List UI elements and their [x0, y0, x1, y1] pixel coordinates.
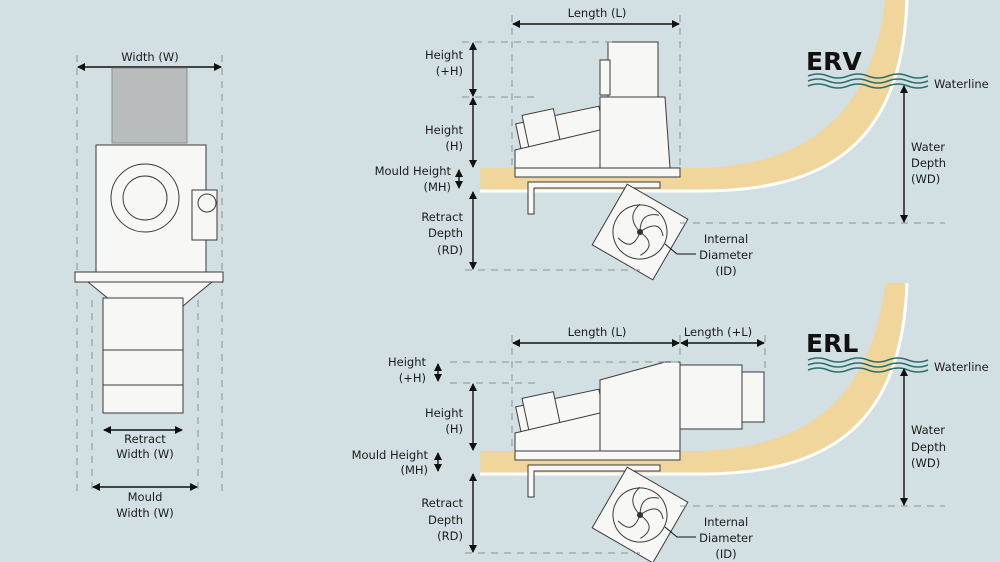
- width-label: Width (W): [121, 50, 178, 64]
- retract-depth-label: Depth: [428, 226, 463, 240]
- retract-depth-label: (RD): [437, 529, 463, 543]
- retract-width-label: Retract: [124, 432, 166, 446]
- mould-height-label: Mould Height: [352, 448, 429, 462]
- mould-width-label: Mould: [128, 490, 163, 504]
- height-label: (H): [445, 422, 463, 436]
- height-plus-label: (+H): [399, 371, 426, 385]
- height-label: Height: [425, 406, 464, 420]
- internal-diameter-label: (ID): [715, 547, 736, 561]
- retract-width-label: Width (W): [116, 447, 173, 461]
- waterline-label: Waterline: [934, 360, 989, 374]
- horizontal-motor: [679, 364, 743, 430]
- vertical-motor: [607, 41, 659, 98]
- length-plus-label: Length (+L): [684, 325, 752, 339]
- tunnel: [102, 297, 184, 414]
- waterline-waves: [807, 73, 929, 89]
- front-view: Width (W) Retract Width (W) Mould Width …: [74, 50, 224, 520]
- mould-height-label: (MH): [400, 463, 428, 477]
- mould-height-label: Mould Height: [375, 164, 452, 178]
- height-plus-label: Height: [425, 48, 464, 62]
- internal-diameter-label: Internal: [704, 232, 748, 246]
- mould-width-label: Width (W): [116, 506, 173, 520]
- length-label: Length (L): [568, 325, 627, 339]
- internal-diameter-label: Diameter: [699, 531, 753, 545]
- length-label: Length (L): [568, 6, 627, 20]
- height-label: Height: [425, 123, 464, 137]
- height-plus-label: (+H): [436, 64, 463, 78]
- water-depth-label: (WD): [911, 172, 940, 186]
- erv-view: Length (L) Height (+H) Height (H) Mould …: [375, 0, 989, 282]
- water-depth-label: Water: [911, 423, 945, 437]
- water-depth-label: Depth: [911, 156, 946, 170]
- erl-view: Length (L) Length (+L) Height (+H) Heigh…: [352, 281, 989, 562]
- internal-diameter-label: Diameter: [699, 248, 753, 262]
- waterline-waves: [807, 357, 929, 373]
- internal-diameter-label: (ID): [715, 264, 736, 278]
- waterline-label: Waterline: [934, 77, 989, 91]
- erl-title: ERL: [806, 329, 858, 358]
- motor-ghost: [111, 67, 188, 144]
- water-depth-label: Depth: [911, 440, 946, 454]
- internal-diameter-label: Internal: [704, 515, 748, 529]
- erv-title: ERV: [806, 47, 862, 76]
- retract-depth-label: Retract: [421, 496, 463, 510]
- retract-depth-label: Depth: [428, 513, 463, 527]
- height-plus-label: Height: [388, 355, 427, 369]
- height-label: (H): [445, 139, 463, 153]
- retract-depth-label: (RD): [437, 243, 463, 257]
- water-depth-label: Water: [911, 140, 945, 154]
- water-depth-label: (WD): [911, 456, 940, 470]
- mould-height-label: (MH): [423, 180, 451, 194]
- retract-depth-label: Retract: [421, 210, 463, 224]
